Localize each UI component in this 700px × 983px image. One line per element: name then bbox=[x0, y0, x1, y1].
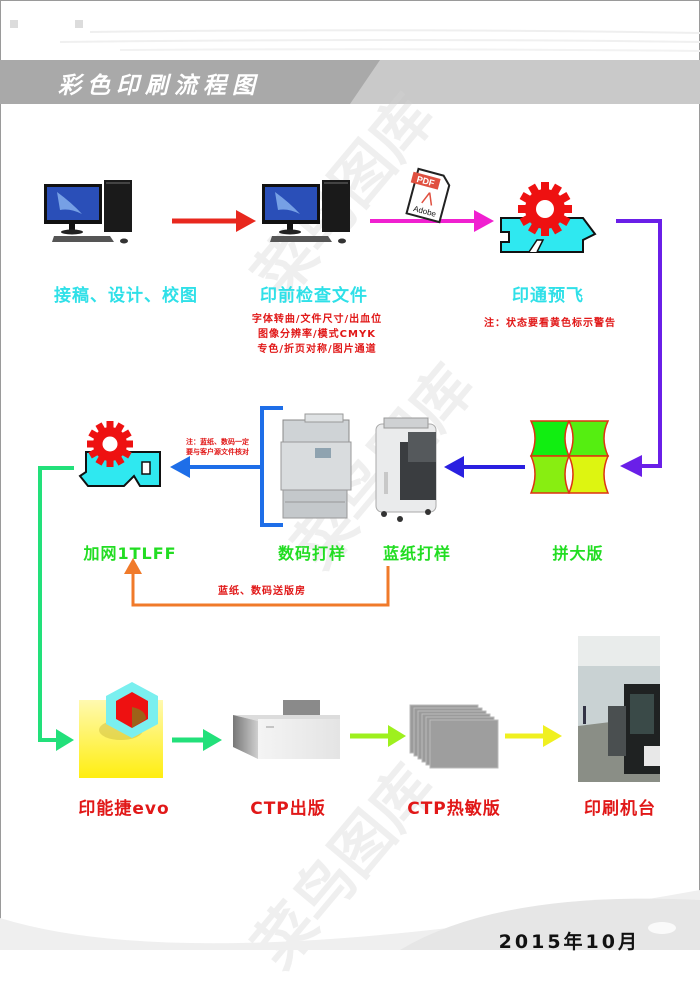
step-label-ctp-output: CTP出版 bbox=[250, 799, 326, 819]
preflight-check-notes: 字体转曲/文件尺寸/出血位 图像分辨率/模式CMYK 专色/折页对称/图片通道 bbox=[232, 312, 402, 357]
arrow-ctp-to-plates bbox=[350, 725, 406, 747]
desktop-computer-icon bbox=[44, 180, 132, 244]
step-label-design: 接稿、设计、校图 bbox=[54, 286, 198, 306]
pdf-badge: PDF bbox=[416, 174, 436, 188]
flow-arrows bbox=[38, 210, 662, 751]
yintong-preflight-note: 注：状态要看黄色标示警告 bbox=[484, 318, 616, 329]
header-background bbox=[0, 20, 700, 104]
return-loop-note: 蓝纸、数码送版房 bbox=[218, 586, 306, 597]
evo-hexagon-icon bbox=[79, 682, 163, 778]
note-line: 注：蓝纸、数码一定 bbox=[186, 438, 249, 446]
note-line: 字体转曲/文件尺寸/出血位 bbox=[251, 314, 383, 325]
note-line: 图像分辨率/模式CMYK bbox=[258, 329, 376, 340]
arrow-plates-to-press bbox=[505, 725, 562, 747]
step-label-ctp-plates: CTP热敏版 bbox=[407, 799, 501, 819]
plate-stack-icon bbox=[409, 704, 499, 769]
note-line: 要与客户源文件核对 bbox=[186, 448, 249, 456]
arrow-imposition-to-proof bbox=[444, 456, 525, 478]
gear-puzzle-icon bbox=[78, 421, 161, 487]
blueprint-printer-icon bbox=[375, 417, 437, 522]
step-label-screening: 加网1TLFF bbox=[83, 544, 177, 563]
printing-press-photo bbox=[578, 636, 660, 782]
step-label-evo: 印能捷evo bbox=[78, 799, 170, 819]
arrow-design-to-check bbox=[172, 210, 256, 232]
proof-check-note: 注：蓝纸、数码一定 要与客户源文件核对 bbox=[186, 437, 249, 457]
arrow-proof-to-screening bbox=[170, 456, 262, 478]
arrow-evo-to-ctp bbox=[172, 729, 222, 751]
step-label-yintong-preflight: 印通预飞 bbox=[512, 286, 584, 306]
step-label-press: 印刷机台 bbox=[584, 799, 656, 819]
arrow-check-to-preflight bbox=[370, 210, 494, 232]
arrow-preflight-to-imposition bbox=[616, 219, 662, 477]
pdf-file-icon: PDF Adobe bbox=[405, 167, 451, 224]
note-line: 专色/折页对称/图片通道 bbox=[257, 344, 377, 355]
desktop-computer-icon bbox=[262, 180, 350, 244]
step-label-blueprint-proof: 蓝纸打样 bbox=[382, 544, 452, 563]
return-loop bbox=[124, 558, 390, 607]
gear-puzzle-icon bbox=[500, 182, 597, 253]
page-title: 彩色印刷流程图 bbox=[58, 73, 261, 99]
footer-swoosh bbox=[0, 890, 700, 950]
imposition-sheet-icon bbox=[529, 420, 610, 494]
ctp-machine-icon bbox=[233, 700, 340, 759]
step-label-preflight-check: 印前检查文件 bbox=[260, 286, 368, 306]
footer-date: 2015年10月 bbox=[498, 931, 640, 953]
step-label-digital-proof: 数码打样 bbox=[277, 544, 347, 563]
step-label-imposition: 拼大版 bbox=[552, 544, 604, 563]
arrow-screening-to-evo bbox=[38, 466, 74, 751]
digital-printer-icon bbox=[280, 413, 352, 519]
